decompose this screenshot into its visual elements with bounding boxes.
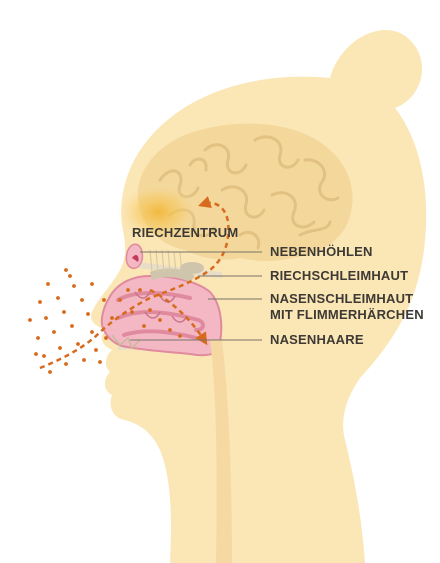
odor-particle xyxy=(38,300,42,304)
odor-particle xyxy=(126,288,130,292)
odor-particle xyxy=(178,334,182,338)
label-nasenhaare: NASENHAARE xyxy=(270,332,364,347)
odor-particle xyxy=(46,282,50,286)
label-riechzentrum: RIECHZENTRUM xyxy=(132,225,238,240)
odor-particle xyxy=(148,308,152,312)
odor-particle xyxy=(104,336,108,340)
odor-particle xyxy=(82,358,86,362)
odor-particle xyxy=(44,316,48,320)
odor-particle xyxy=(28,318,32,322)
smell-center-glow xyxy=(116,182,200,242)
sinus-inner xyxy=(132,255,139,262)
odor-particle xyxy=(42,354,46,358)
nose-hair xyxy=(111,334,141,350)
label-nebenhoehlen: NEBENHÖHLEN xyxy=(270,244,373,259)
odor-particle xyxy=(168,328,172,332)
air-flow-arrow-2 xyxy=(149,288,208,346)
odor-particle xyxy=(72,284,76,288)
label-nasenschleimhaut-line2: MIT FLIMMERHÄRCHEN xyxy=(270,307,424,322)
olfactory-bulb xyxy=(180,262,204,274)
odor-particle xyxy=(80,298,84,302)
odor-particle xyxy=(56,296,60,300)
odor-particle xyxy=(62,310,66,314)
air-flow-arrow xyxy=(39,196,230,370)
odor-particle xyxy=(102,298,106,302)
label-nasenschleimhaut-line1: NASENSCHLEIMHAUT xyxy=(270,291,413,306)
brain-folds xyxy=(158,135,340,250)
odor-particle xyxy=(110,316,114,320)
odor-particle xyxy=(52,330,56,334)
odor-particle xyxy=(48,370,52,374)
odor-particle xyxy=(76,342,80,346)
odor-particle xyxy=(64,268,68,272)
odor-particle xyxy=(34,352,38,356)
odor-particle xyxy=(64,362,68,366)
odor-particles xyxy=(28,268,182,374)
odor-particle xyxy=(68,274,72,278)
odor-particle xyxy=(90,330,94,334)
odor-particle xyxy=(118,298,122,302)
odor-particle xyxy=(158,318,162,322)
olfactory-fibers xyxy=(149,249,183,275)
pharynx xyxy=(210,340,232,563)
label-riechschleimhaut: RIECHSCHLEIMHAUT xyxy=(270,268,408,283)
odor-particle xyxy=(58,346,62,350)
odor-particle xyxy=(138,288,142,292)
turbinates xyxy=(116,291,206,342)
odor-particle xyxy=(98,360,102,364)
odor-particle xyxy=(86,312,90,316)
odor-particle xyxy=(70,324,74,328)
odor-particle xyxy=(130,310,134,314)
odor-particle xyxy=(90,282,94,286)
odor-particle xyxy=(36,336,40,340)
odor-particle xyxy=(142,324,146,328)
odor-particle xyxy=(94,348,98,352)
